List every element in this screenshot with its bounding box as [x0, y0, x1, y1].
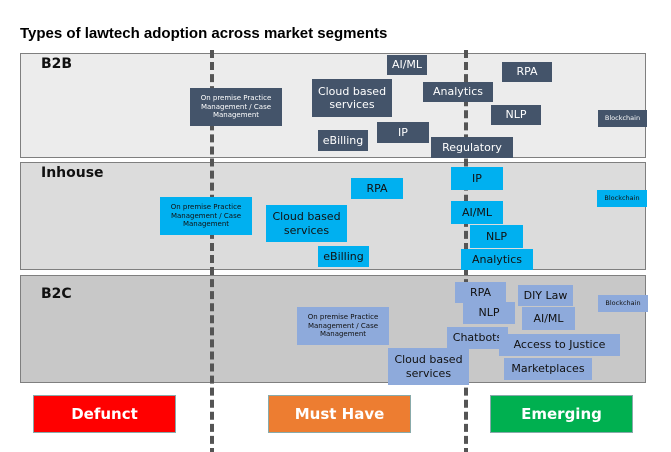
tech-box-b2c-on-premise-practice-management-case-management: On premise Practice Management / Case Ma… [297, 307, 389, 345]
tech-box-inhouse-ai-ml: AI/ML [451, 201, 503, 224]
segment-label: B2B [41, 56, 73, 72]
tech-box-inhouse-ebilling: eBilling [318, 246, 369, 267]
tech-box-inhouse-analytics: Analytics [461, 249, 533, 270]
tech-box-b2c-blockchain: Blockchain [598, 295, 648, 312]
tech-box-b2b-ip: IP [377, 122, 429, 143]
tech-box-b2b-rpa: RPA [502, 62, 552, 82]
tech-box-inhouse-on-premise-practice-management-case-management: On premise Practice Management / Case Ma… [160, 197, 252, 235]
category-must-have: Must Have [268, 395, 411, 433]
category-defunct: Defunct [33, 395, 176, 433]
tech-box-b2b-ai-ml: AI/ML [387, 55, 427, 75]
tech-box-b2c-diy-law: DIY Law [518, 285, 573, 306]
segment-label: Inhouse [41, 165, 104, 181]
tech-box-b2c-rpa: RPA [455, 282, 506, 303]
tech-box-b2b-nlp: NLP [491, 105, 541, 125]
tech-box-inhouse-blockchain: Blockchain [597, 190, 647, 207]
tech-box-b2c-ai-ml: AI/ML [522, 307, 575, 330]
tech-box-inhouse-cloud-based-services: Cloud based services [266, 205, 347, 242]
tech-box-inhouse-rpa: RPA [351, 178, 403, 199]
tech-box-b2b-cloud-based-services: Cloud based services [312, 79, 392, 117]
tech-box-b2b-regulatory: Regulatory [431, 137, 513, 158]
category-emerging: Emerging [490, 395, 633, 433]
diagram-title: Types of lawtech adoption across market … [20, 25, 388, 42]
segment-label: B2C [41, 286, 72, 302]
tech-box-b2b-on-premise-practice-management-case-management: On premise Practice Management / Case Ma… [190, 88, 282, 126]
tech-box-b2c-cloud-based-services: Cloud based services [388, 348, 469, 385]
tech-box-inhouse-nlp: NLP [470, 225, 523, 248]
tech-box-b2b-blockchain: Blockchain [598, 110, 647, 127]
tech-box-b2c-access-to-justice: Access to Justice [499, 334, 620, 356]
divider-defunct-musthave [210, 50, 214, 452]
tech-box-b2c-chatbots: Chatbots [447, 327, 508, 349]
tech-box-b2c-nlp: NLP [463, 302, 515, 324]
tech-box-b2b-analytics: Analytics [423, 82, 493, 102]
tech-box-inhouse-ip: IP [451, 167, 503, 190]
tech-box-b2c-marketplaces: Marketplaces [504, 358, 592, 380]
tech-box-b2b-ebilling: eBilling [318, 130, 368, 151]
